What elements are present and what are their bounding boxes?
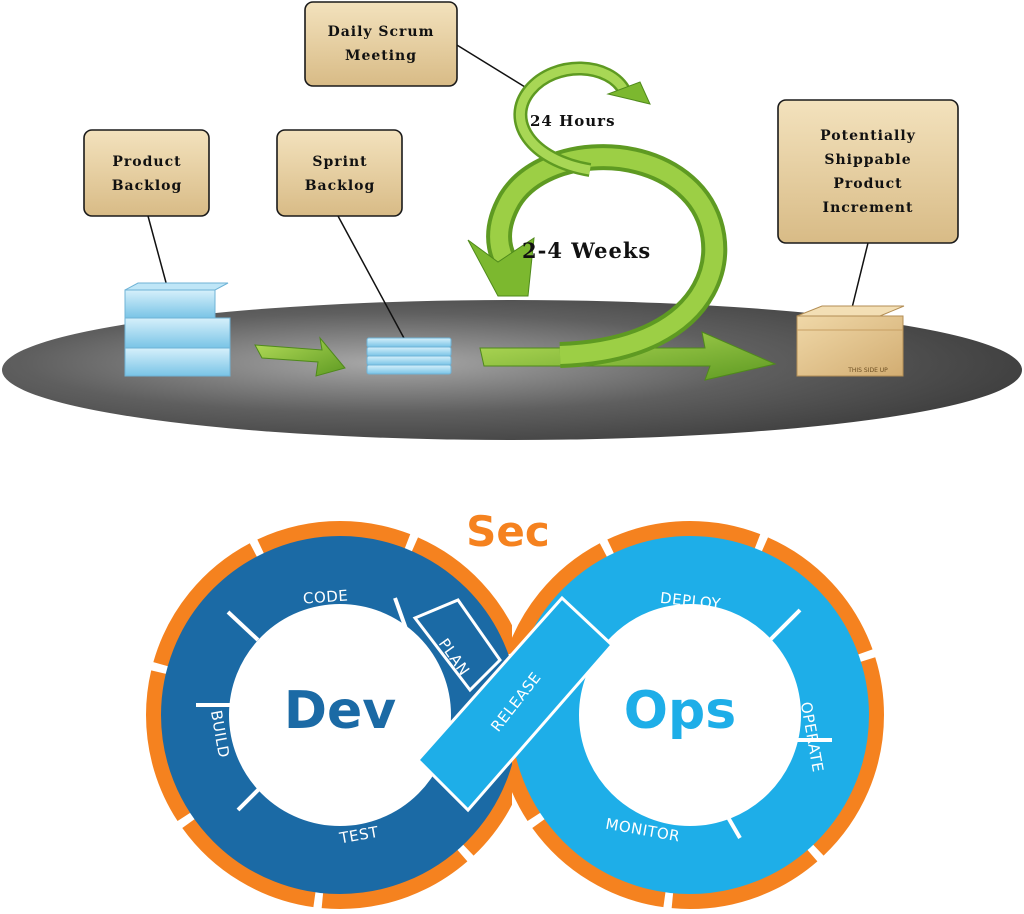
label-increment: Potentially Shippable Product Increment — [777, 99, 959, 244]
platform-disc — [2, 300, 1022, 440]
ops-label: Ops — [624, 681, 736, 741]
label-daily-scrum: Daily Scrum Meeting — [304, 1, 458, 87]
release-band — [415, 595, 615, 813]
segment-dividers — [196, 597, 832, 840]
label-increment-line-4: Increment — [823, 200, 914, 216]
label-increment-line-1: Potentially — [820, 128, 916, 144]
dev-label: Dev — [284, 681, 396, 741]
leader-line-product — [147, 215, 169, 291]
label-increment-line-2: Shippable — [824, 152, 911, 168]
leader-line-daily — [451, 41, 526, 88]
label-product-line-2: Backlog — [112, 178, 183, 194]
plan-band — [412, 598, 502, 693]
backlog-arrow — [254, 336, 346, 377]
stage-code: CODE — [302, 586, 348, 607]
label-sprint-line-2: Backlog — [305, 178, 376, 194]
leader-line-increment — [849, 242, 869, 317]
weeks-label: 2-4 Weeks — [522, 238, 651, 263]
label-sprint-backlog: Sprint Backlog — [276, 129, 403, 217]
product-backlog-blocks — [124, 282, 231, 377]
daily-loop-arrow — [513, 61, 651, 177]
label-daily-line-2: Meeting — [345, 48, 417, 64]
sprint-loop-arrow — [467, 144, 777, 381]
scrum-diagram: THIS SIDE UP Daily Scrum Meeting Product… — [2, 1, 1022, 440]
shippable-box: THIS SIDE UP — [796, 305, 905, 377]
label-daily-line-1: Daily Scrum — [328, 24, 435, 40]
box-label: THIS SIDE UP — [847, 367, 888, 374]
label-product-line-1: Product — [112, 154, 181, 170]
label-sprint-line-1: Sprint — [312, 154, 367, 170]
sprint-backlog-sheets — [366, 337, 452, 375]
label-product-backlog: Product Backlog — [83, 129, 210, 217]
sec-label: Sec — [466, 507, 550, 556]
label-increment-line-3: Product — [833, 176, 902, 192]
hours-label: 24 Hours — [530, 112, 616, 130]
sec-ring — [146, 521, 884, 909]
leader-line-sprint — [337, 215, 406, 341]
devsecops-diagram: CODE PLAN BUILD TEST RELEASE DEPLOY OPER… — [146, 507, 884, 909]
